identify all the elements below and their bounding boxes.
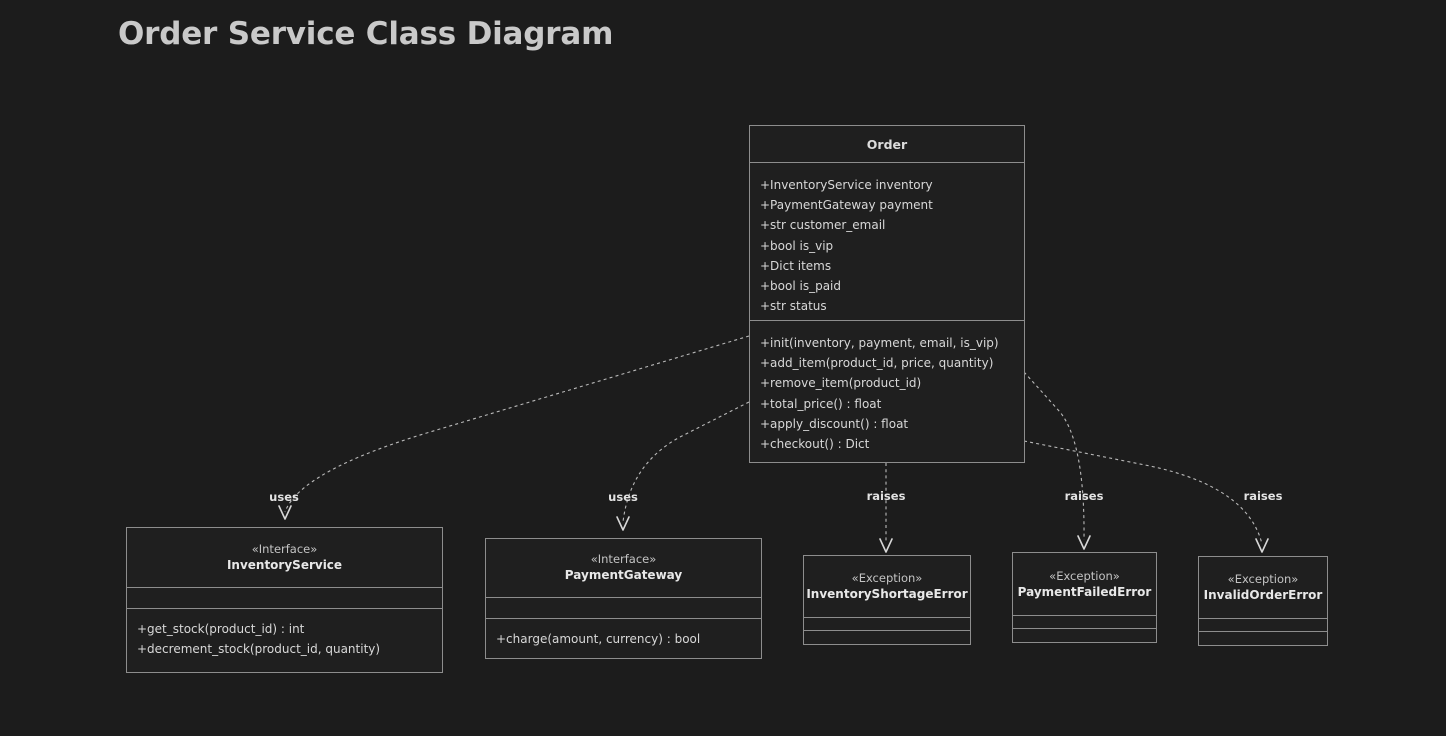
edge-order-uses-paymentgateway: uses — [608, 401, 750, 531]
edge-line — [1023, 371, 1085, 541]
attribute-row: +PaymentGateway payment — [760, 198, 933, 213]
class-methods-paymentfailederror — [1013, 628, 1156, 642]
edge-label-uses-inventory: uses — [269, 490, 299, 504]
arrowhead-open — [616, 516, 630, 531]
attribute-row: +str customer_email — [760, 218, 886, 233]
edge-line — [284, 335, 750, 513]
class-header-invalidordererror: «Exception» InvalidOrderError — [1199, 557, 1327, 618]
attribute-row: +Dict items — [760, 258, 832, 273]
class-attributes-invalidordererror — [1199, 618, 1327, 631]
class-header-inventoryservice: «Interface» InventoryService — [127, 528, 442, 587]
class-attributes-inventoryshortageerror — [804, 617, 970, 630]
class-box-invalidordererror[interactable]: «Exception» InvalidOrderError — [1198, 556, 1328, 646]
class-header-paymentgateway: «Interface» PaymentGateway — [486, 539, 761, 597]
attribute-row: +str status — [760, 299, 827, 314]
method-row: +init(inventory, payment, email, is_vip) — [760, 336, 999, 350]
arrowhead-open — [879, 538, 893, 553]
class-attributes-order: +InventoryService inventory +PaymentGate… — [750, 162, 1024, 320]
class-box-inventoryservice[interactable]: «Interface» InventoryService +get_stock(… — [126, 527, 443, 673]
class-box-inventoryshortageerror[interactable]: «Exception» InventoryShortageError — [803, 555, 971, 645]
class-name: InvalidOrderError — [1203, 588, 1323, 602]
method-row: +decrement_stock(product_id, quantity) — [137, 642, 381, 657]
edge-order-uses-inventoryservice: uses — [269, 335, 750, 520]
edge-label-uses-payment: uses — [608, 490, 638, 504]
class-methods-paymentgateway: +charge(amount, currency) : bool — [486, 618, 761, 658]
edge-label-raises-invalid: raises — [1244, 489, 1283, 503]
attribute-row: +bool is_vip — [760, 238, 834, 253]
class-header-inventoryshortageerror: «Exception» InventoryShortageError — [804, 556, 970, 617]
method-row: +total_price() : float — [760, 396, 882, 411]
class-box-order[interactable]: Order +InventoryService inventory +Payme… — [749, 125, 1025, 463]
page-title: Order Service Class Diagram — [118, 16, 614, 52]
method-row: +remove_item(product_id) — [760, 376, 922, 391]
edge-label-raises-shortage: raises — [867, 489, 906, 503]
class-stereotype: «Interface» — [251, 542, 318, 556]
edge-line — [622, 401, 750, 523]
class-stereotype: «Exception» — [851, 571, 923, 585]
class-name: Order — [866, 136, 908, 152]
class-name: InventoryShortageError — [806, 587, 968, 601]
method-row: +get_stock(product_id) : int — [137, 622, 305, 636]
edge-order-raises-paymentfailederror: raises — [1023, 371, 1104, 550]
arrowhead-open — [1077, 535, 1091, 550]
arrowhead-open — [278, 505, 292, 520]
class-name: PaymentGateway — [564, 568, 683, 583]
class-methods-order: +init(inventory, payment, email, is_vip)… — [750, 320, 1024, 462]
class-attributes-paymentgateway — [486, 596, 761, 618]
class-methods-invalidordererror — [1199, 631, 1327, 645]
method-row: +charge(amount, currency) : bool — [496, 632, 701, 646]
class-name: InventoryService — [226, 558, 343, 572]
class-stereotype: «Exception» — [1227, 572, 1299, 586]
class-box-paymentgateway[interactable]: «Interface» PaymentGateway +charge(amoun… — [485, 538, 762, 659]
edge-line — [1023, 440, 1263, 545]
attribute-row: +InventoryService inventory — [760, 178, 933, 192]
attribute-row: +bool is_paid — [760, 279, 842, 294]
method-row: +apply_discount() : float — [760, 416, 909, 431]
class-header-order: Order — [750, 126, 1024, 162]
class-stereotype: «Exception» — [1049, 568, 1120, 583]
method-row: +add_item(product_id, price, quantity) — [760, 356, 994, 371]
edge-label-raises-payment: raises — [1065, 489, 1104, 503]
class-methods-inventoryshortageerror — [804, 630, 970, 644]
edge-order-raises-inventoryshortageerror: raises — [867, 463, 906, 553]
class-box-paymentfailederror[interactable]: «Exception» PaymentFailedError — [1012, 552, 1157, 643]
class-methods-inventoryservice: +get_stock(product_id) : int +decrement_… — [127, 608, 442, 672]
edge-order-raises-invalidordererror: raises — [1023, 440, 1283, 553]
class-header-paymentfailederror: «Exception» PaymentFailedError — [1013, 553, 1156, 615]
arrowhead-open — [1255, 538, 1269, 553]
class-attributes-inventoryservice — [127, 587, 442, 608]
class-stereotype: «Interface» — [590, 552, 657, 567]
class-attributes-paymentfailederror — [1013, 615, 1156, 628]
class-name: PaymentFailedError — [1017, 584, 1152, 599]
method-row: +checkout() : Dict — [760, 437, 870, 452]
